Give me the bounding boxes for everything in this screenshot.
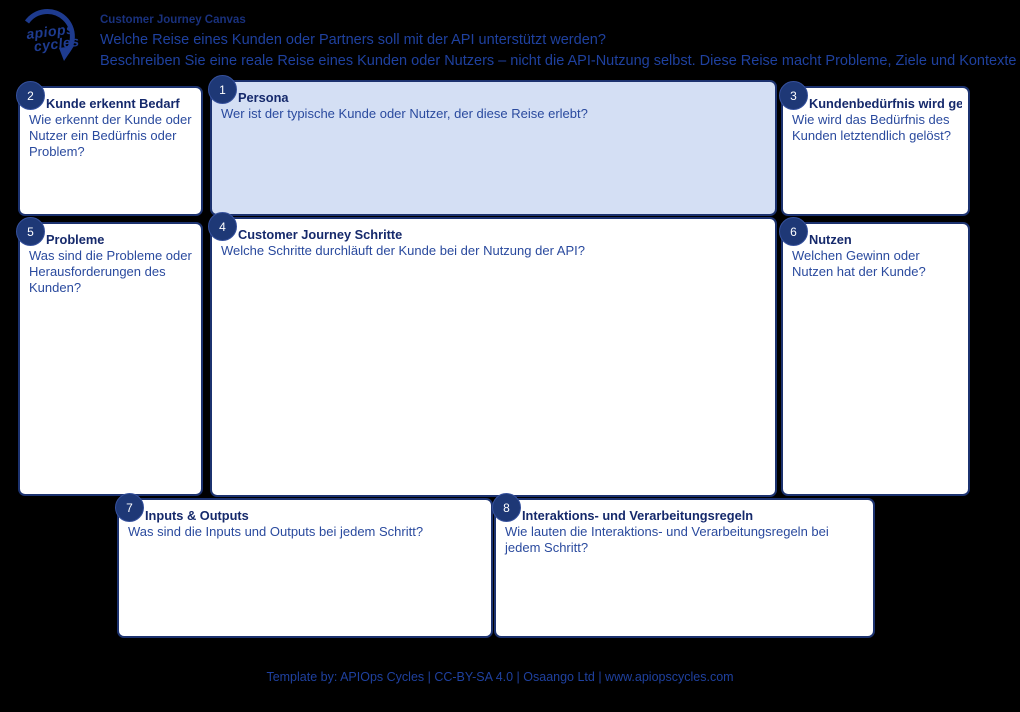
step-number-badge: 5: [16, 217, 45, 246]
step-number-badge: 6: [779, 217, 808, 246]
box-question: Welchen Gewinn oder Nutzen hat der Kunde…: [792, 248, 926, 279]
box-question: Wie erkennt der Kunde oder Nutzer ein Be…: [29, 112, 192, 159]
box-title: Kundenbedürfnis wird gelöst: [809, 96, 962, 111]
canvas-box-probleme[interactable]: 5 Probleme Was sind die Probleme oder He…: [16, 217, 203, 496]
step-number-badge: 2: [16, 81, 45, 110]
logo-wordmark: apiops cycles: [25, 20, 80, 54]
page-subtitle: Welche Reise eines Kunden oder Partners …: [100, 32, 606, 48]
page-title: Customer Journey Canvas: [100, 14, 246, 26]
box-title: Nutzen: [809, 232, 852, 247]
step-number-badge: 7: [115, 493, 144, 522]
canvas-header: Customer Journey Canvas Welche Reise ein…: [100, 14, 1020, 69]
canvas-box-nutzen[interactable]: 6 Nutzen Welchen Gewinn oder Nutzen hat …: [779, 217, 970, 496]
box-question: Wie wird das Bedürfnis des Kunden letzte…: [792, 112, 952, 143]
box-title: Customer Journey Schritte: [238, 227, 403, 242]
box-title: Kunde erkennt Bedarf: [46, 96, 180, 111]
canvas-box-kundenbeduerfnis-wird-geloest[interactable]: 3 Kundenbedürfnis wird gelöst Wie wird d…: [779, 81, 970, 216]
step-number-badge: 3: [779, 81, 808, 110]
box-question: Wer ist der typische Kunde oder Nutzer, …: [221, 106, 588, 121]
step-number-badge: 8: [492, 493, 521, 522]
box-title: Interaktions- und Verarbeitungsregeln: [522, 508, 754, 523]
page-description: Beschreiben Sie eine reale Reise eines K…: [100, 53, 1020, 69]
box-question: Wie lauten die Interaktions- und Verarbe…: [505, 524, 829, 555]
canvas-box-interaktions-und-verarbeitungsregeln[interactable]: 8 Interaktions- und Verarbeitungsregeln …: [492, 493, 875, 638]
step-number-badge: 4: [208, 212, 237, 241]
box-title: Probleme: [46, 232, 105, 247]
canvas-box-customer-journey-schritte[interactable]: 4 Customer Journey Schritte Welche Schri…: [208, 212, 777, 497]
box-question: Welche Schritte durchläuft der Kunde bei…: [221, 243, 585, 258]
box-question: Was sind die Probleme oder Herausforderu…: [29, 248, 192, 295]
box-title: Persona: [238, 90, 289, 105]
attribution-footer: Template by: APIOps Cycles | CC-BY-SA 4.…: [266, 670, 734, 684]
canvas-box-inputs-outputs[interactable]: 7 Inputs & Outputs Was sind die Inputs u…: [115, 493, 493, 638]
canvas-box-kunde-erkennt-bedarf[interactable]: 2 Kunde erkennt Bedarf Wie erkennt der K…: [16, 81, 203, 216]
box-question: Was sind die Inputs und Outputs bei jede…: [128, 524, 424, 539]
box-title: Inputs & Outputs: [145, 508, 249, 523]
apiops-cycles-logo: apiops cycles: [10, 6, 94, 72]
canvas-box-persona[interactable]: 1 Persona Wer ist der typische Kunde ode…: [208, 75, 777, 216]
step-number-badge: 1: [208, 75, 237, 104]
